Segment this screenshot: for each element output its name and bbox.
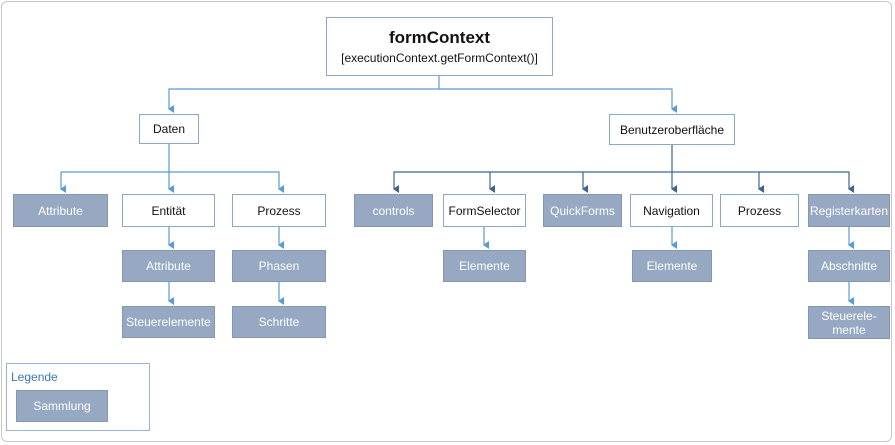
entity-attribute-collection-node: Attribute [122, 250, 215, 282]
connector-ui-process [672, 171, 764, 193]
legend-box: Legende Sammlung [6, 363, 150, 431]
navigation-elemente-collection-node: Elemente [632, 250, 712, 282]
attribute-collection-node: Attribute [13, 194, 108, 227]
connector-daten-attribute [60, 144, 170, 193]
benutzeroberflaeche-node: Benutzeroberfläche [609, 114, 735, 145]
entitaet-node: Entität [122, 194, 215, 227]
connector-ui-tabs [759, 171, 854, 193]
entity-steuerelemente-collection-node: Steuerelemente [122, 306, 215, 338]
connector-root-ui [439, 88, 677, 113]
formselector-node: FormSelector [443, 194, 526, 227]
quickforms-collection-node: QuickForms [543, 194, 622, 227]
connector-daten-process [169, 171, 284, 193]
legend-sammlung-swatch: Sammlung [16, 390, 108, 422]
abschnitte-collection-node: Abschnitte [808, 250, 890, 282]
daten-node: Daten [139, 114, 199, 144]
prozess-ui-node: Prozess [720, 194, 799, 227]
navigation-node: Navigation [630, 194, 713, 227]
schritte-collection-node: Schritte [232, 306, 326, 338]
root-formcontext-node: formContext [executionContext.getFormCon… [326, 17, 553, 76]
controls-collection-node: controls [354, 194, 433, 227]
root-title: formContext [388, 27, 491, 47]
connector-root-daten [168, 76, 440, 113]
phasen-collection-node: Phasen [232, 250, 326, 282]
prozess-data-node: Prozess [232, 194, 326, 227]
root-subtitle: [executionContext.getFormContext()] [341, 50, 538, 65]
formselector-elemente-collection-node: Elemente [443, 250, 526, 282]
registerkarten-collection-node: Registerkarten [808, 194, 890, 227]
connector-ui-controls [393, 145, 673, 193]
tabs-steuerelemente-collection-node: Steuerele-mente [808, 306, 890, 339]
legend-title: Legende [11, 370, 58, 384]
